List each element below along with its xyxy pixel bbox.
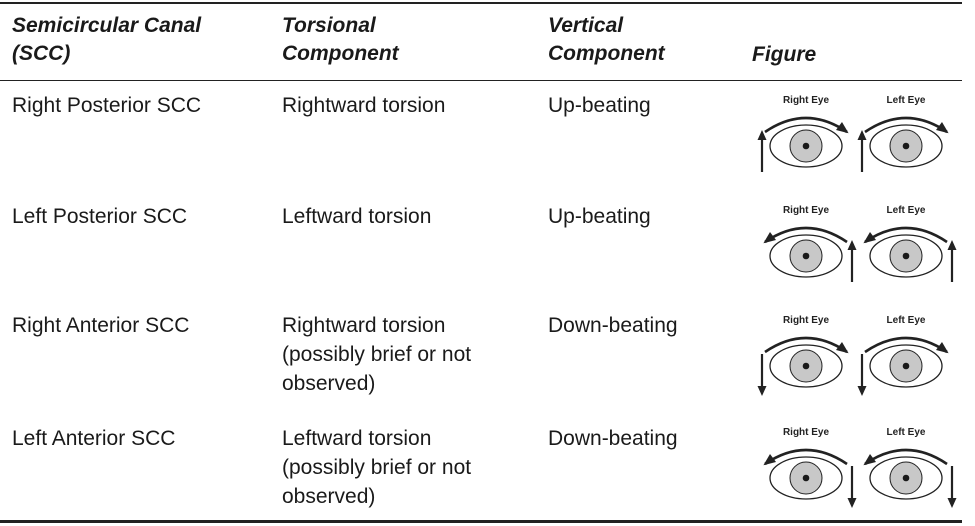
right-eye-label: Right Eye: [783, 205, 830, 216]
right-pupil-icon: [802, 362, 810, 370]
right-torsion-arrowhead-icon: [836, 122, 849, 134]
table-bottom-rule: [0, 520, 962, 523]
left-down-arrowhead-icon: [947, 498, 957, 508]
left-pupil-icon: [902, 362, 910, 370]
row-2-figure: Right Eye Left Eye: [748, 200, 958, 290]
row-4-vertical: Down-beating: [548, 427, 678, 450]
row-1-vertical: Up-beating: [548, 94, 651, 117]
row-1-torsional: Rightward torsion: [282, 94, 446, 117]
right-eye-label: Right Eye: [783, 95, 830, 106]
header-figure: Figure: [752, 43, 817, 66]
left-eye-label: Left Eye: [887, 205, 926, 216]
eye-figure-svg: Right Eye Left Eye: [757, 315, 949, 396]
row-3-canal: Right Anterior SCC: [12, 314, 190, 337]
left-pupil-icon: [902, 474, 910, 482]
left-eye-label: Left Eye: [887, 427, 926, 438]
left-eye-label: Left Eye: [887, 95, 926, 106]
header-scc: Semicircular Canal (SCC): [12, 14, 202, 65]
left-pupil-icon: [902, 252, 910, 260]
left-eye-label: Left Eye: [887, 315, 926, 326]
row-4-torsional: Leftward torsion (possibly brief or not …: [282, 427, 472, 508]
row-2-vertical: Up-beating: [548, 205, 651, 228]
left-torsion-arrowhead-icon: [863, 232, 876, 244]
right-eye-label: Right Eye: [783, 427, 830, 438]
left-up-arrowhead-icon: [947, 240, 957, 250]
eye-figure-svg: Right Eye Left Eye: [763, 205, 957, 282]
eye-figure-svg: Right Eye Left Eye: [763, 427, 957, 508]
row-4-figure: Right Eye Left Eye: [748, 422, 958, 512]
right-down-arrowhead-icon: [847, 498, 857, 508]
right-down-arrowhead-icon: [757, 386, 767, 396]
row-3-figure: Right Eye Left Eye: [748, 310, 958, 400]
table-top-rule: [0, 2, 962, 4]
right-pupil-icon: [802, 252, 810, 260]
right-eye-label: Right Eye: [783, 315, 830, 326]
right-torsion-arrowhead-icon: [763, 454, 776, 466]
header-vertical: Vertical Component: [548, 14, 665, 65]
left-up-arrowhead-icon: [857, 130, 867, 140]
left-torsion-arrowhead-icon: [936, 122, 949, 134]
left-torsion-arrowhead-icon: [863, 454, 876, 466]
right-up-arrowhead-icon: [757, 130, 767, 140]
left-down-arrowhead-icon: [857, 386, 867, 396]
right-torsion-arrowhead-icon: [836, 342, 849, 354]
row-2-torsional: Leftward torsion: [282, 205, 432, 228]
right-pupil-icon: [802, 142, 810, 150]
right-pupil-icon: [802, 474, 810, 482]
eye-figure-svg: Right Eye Left Eye: [757, 95, 949, 172]
row-3-torsional: Rightward torsion (possibly brief or not…: [282, 314, 472, 395]
right-torsion-arrowhead-icon: [763, 232, 776, 244]
row-2-canal: Left Posterior SCC: [12, 205, 188, 228]
header-rule: [0, 80, 962, 81]
row-1-figure: Right Eye Left Eye: [748, 90, 958, 180]
left-pupil-icon: [902, 142, 910, 150]
row-4-canal: Left Anterior SCC: [12, 427, 176, 450]
row-3-vertical: Down-beating: [548, 314, 678, 337]
header-torsional: Torsional Component: [282, 14, 399, 65]
right-up-arrowhead-icon: [847, 240, 857, 250]
left-torsion-arrowhead-icon: [936, 342, 949, 354]
row-1-canal: Right Posterior SCC: [12, 94, 202, 117]
